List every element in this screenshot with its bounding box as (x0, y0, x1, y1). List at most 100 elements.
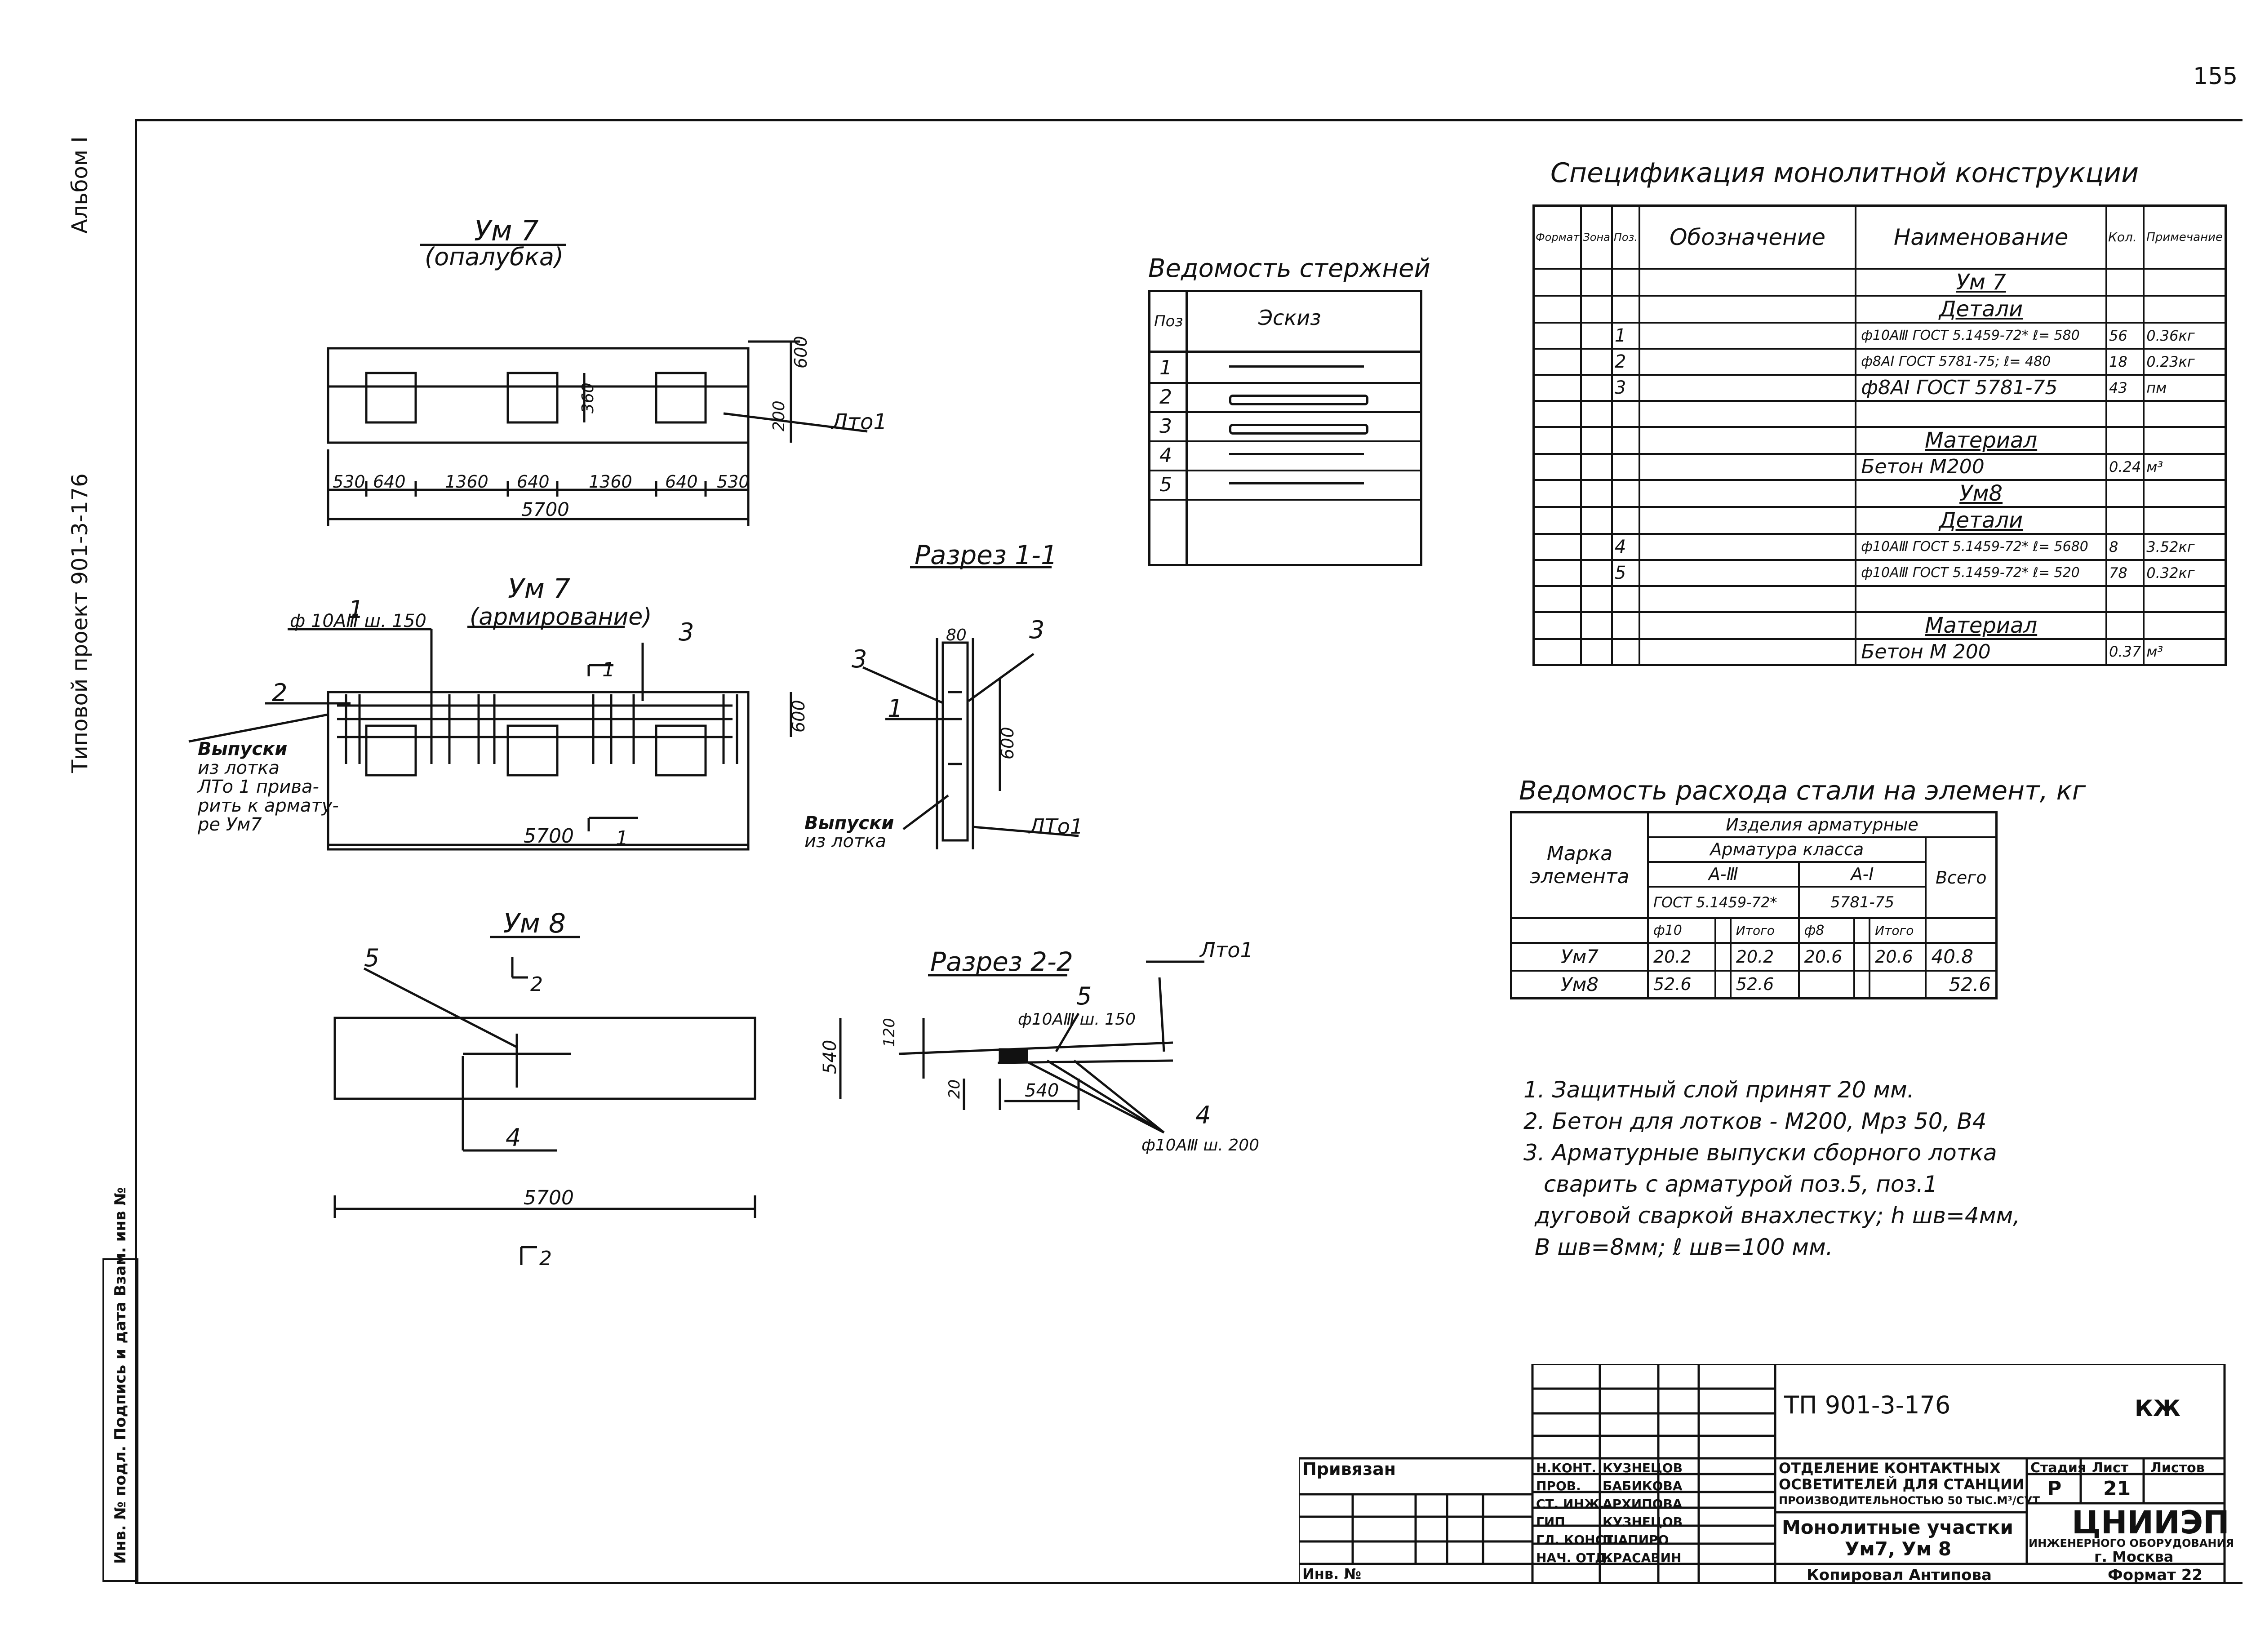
s22-pos5: 5 (1076, 982, 1092, 1010)
spec-table: Формат Зона Поз. Обозначение Наименовани… (1532, 204, 2227, 666)
spec-row: Ум 7 (1532, 267, 2227, 297)
spec-cell-note: м³ (2143, 638, 2227, 666)
steel-head-total: Всего (1925, 836, 1998, 919)
dim-200: 200 (770, 400, 788, 431)
um8-dim-540: 540 (820, 1040, 840, 1074)
spec-row: Материал (1532, 611, 2227, 640)
dim-1360b: 1360 (589, 472, 632, 492)
steel-row-c3: 20.6 (1798, 941, 1856, 972)
spec-cell-designation (1638, 321, 1857, 350)
rods-row-pos: 4 (1159, 444, 1172, 467)
spec-cell-designation (1638, 506, 1857, 535)
um8-pos4: 4 (506, 1124, 521, 1152)
tb-role: ГИП (1536, 1514, 1565, 1529)
tb-name: КРАСАВИН (1603, 1550, 1682, 1565)
steel-row-mark: Ум8 (1510, 969, 1649, 999)
spec-cell-qty: 0.24 (2105, 453, 2145, 481)
spec-cell-pos: 4 (1611, 533, 1640, 561)
steel-col-f10: ф10 (1647, 917, 1716, 944)
spec-cell-name: ф8АI ГОСТ 5781-75 (1855, 373, 2107, 402)
rods-row-divider (1150, 440, 1420, 442)
spec-cell-qty (2105, 400, 2145, 428)
spec-cell-pos (1611, 400, 1640, 428)
note-3-cont-2: дуговой сваркой внахлестку; h шв=4мм, (1535, 1203, 2021, 1229)
s22-dim-120: 120 (880, 1018, 898, 1047)
s22-pos5-note: ф10АⅢ ш. 150 (1018, 1010, 1136, 1029)
title-block-grid (1299, 1364, 2226, 1584)
spec-cell-pos (1611, 585, 1640, 613)
spec-cell-zone (1580, 559, 1613, 587)
cut-mark-1-bottom: 1 (616, 827, 628, 850)
tb-name: БАБИКОВА (1603, 1479, 1683, 1493)
spec-cell-note (2143, 294, 2227, 324)
spec-cell-qty: 18 (2105, 347, 2145, 376)
pos1-note-reinf: ф 10АⅢ ш. 150 (290, 611, 426, 631)
um7-reinf-title: Ум 7 (508, 573, 570, 604)
um7-reinf-subtitle: (армирование) (470, 604, 652, 631)
spec-head-designation: Обозначение (1638, 204, 1857, 270)
drawing-frame (135, 119, 2243, 1584)
spec-cell-note (2143, 585, 2227, 613)
spec-cell-note (2143, 479, 2227, 508)
spec-cell-zone (1580, 426, 1613, 455)
spec-cell-pos: 5 (1611, 559, 1640, 587)
spec-cell-name (1855, 585, 2107, 613)
spec-cell-pos (1611, 479, 1640, 508)
spec-cell-note: м³ (2143, 453, 2227, 481)
spec-cell-format (1532, 559, 1582, 587)
rods-row-pos: 1 (1159, 356, 1172, 379)
spec-cell-name: ф8АI ГОСТ 5781-75; ℓ= 480 (1855, 347, 2107, 376)
s11-lto1: ЛТо1 (1028, 814, 1083, 839)
spec-head-qty: Кол. (2105, 204, 2145, 270)
spec-cell-name: Материал (1855, 611, 2107, 640)
um8-pos5: 5 (364, 944, 379, 972)
spec-row: Детали (1532, 506, 2227, 535)
rods-row-divider (1150, 499, 1420, 501)
section-1-1-title: Разрез 1-1 (915, 540, 1057, 570)
tb-object-line: ОТДЕЛЕНИЕ КОНТАКТНЫХ (1779, 1460, 2001, 1477)
title-block: ТП 901-3-176 КЖ Привязан Инв. № Н.КОНТ. … (1299, 1364, 2243, 1584)
spec-cell-qty (2105, 585, 2145, 613)
um8-view (333, 936, 842, 1265)
cut-mark-1-top: 1 (602, 658, 615, 681)
tb-org: ЦНИИЭП (2072, 1504, 2229, 1541)
spec-head-zone: Зона (1580, 204, 1613, 270)
tb-roles: Н.КОНТ. ПРОВ. СТ. ИНЖ. ГИП ГЛ. КОНСТ. НА… (1536, 1459, 1618, 1567)
spec-cell-zone (1580, 533, 1613, 561)
tb-role: Н.КОНТ. (1536, 1461, 1596, 1475)
s11-pos3a: 3 (852, 645, 867, 673)
s11-dim-80: 80 (946, 626, 967, 644)
dim-640c: 640 (665, 472, 698, 492)
spec-cell-qty (2105, 294, 2145, 324)
rods-row-pos: 5 (1159, 473, 1172, 496)
spec-cell-qty: 78 (2105, 559, 2145, 587)
steel-col-f8: ф8 (1798, 917, 1856, 944)
s22-dim-20: 20 (946, 1079, 964, 1099)
steel-head-a1: А-I (1798, 861, 1927, 888)
dim-360: 360 (579, 382, 597, 413)
outlet-note-2: ЛТо 1 прива- (197, 777, 319, 797)
steel-head-gost2: 5781-75 (1798, 885, 1927, 919)
spec-cell-name: Материал (1855, 426, 2107, 455)
spec-cell-zone (1580, 611, 1613, 640)
steel-row-c2: 52.6 (1729, 969, 1800, 999)
steel-col-total1: Итого (1729, 917, 1800, 944)
s22-lto1: Лто1 (1199, 938, 1253, 962)
spec-cell-pos: 2 (1611, 347, 1640, 376)
spec-cell-zone (1580, 267, 1613, 297)
rod-sketch-icon (1229, 365, 1364, 368)
rods-row-pos: 3 (1159, 415, 1172, 438)
spec-cell-name: Бетон М200 (1855, 453, 2107, 481)
dim-530a: 530 (333, 472, 365, 492)
um7-reinforcement-view (188, 626, 792, 851)
tb-name: ШАПИРО (1603, 1532, 1669, 1547)
spec-cell-name: Ум8 (1855, 479, 2107, 508)
tb-sheet: 21 (2103, 1477, 2131, 1500)
tb-object-line: ОСВЕТИТЕЛЕЙ ДЛЯ СТАНЦИИ (1779, 1476, 2025, 1493)
tb-code: ТП 901-3-176 (1784, 1391, 1951, 1419)
spec-cell-name: Детали (1855, 294, 2107, 324)
spec-cell-qty: 0.37 (2105, 638, 2145, 666)
spec-cell-designation (1638, 638, 1857, 666)
